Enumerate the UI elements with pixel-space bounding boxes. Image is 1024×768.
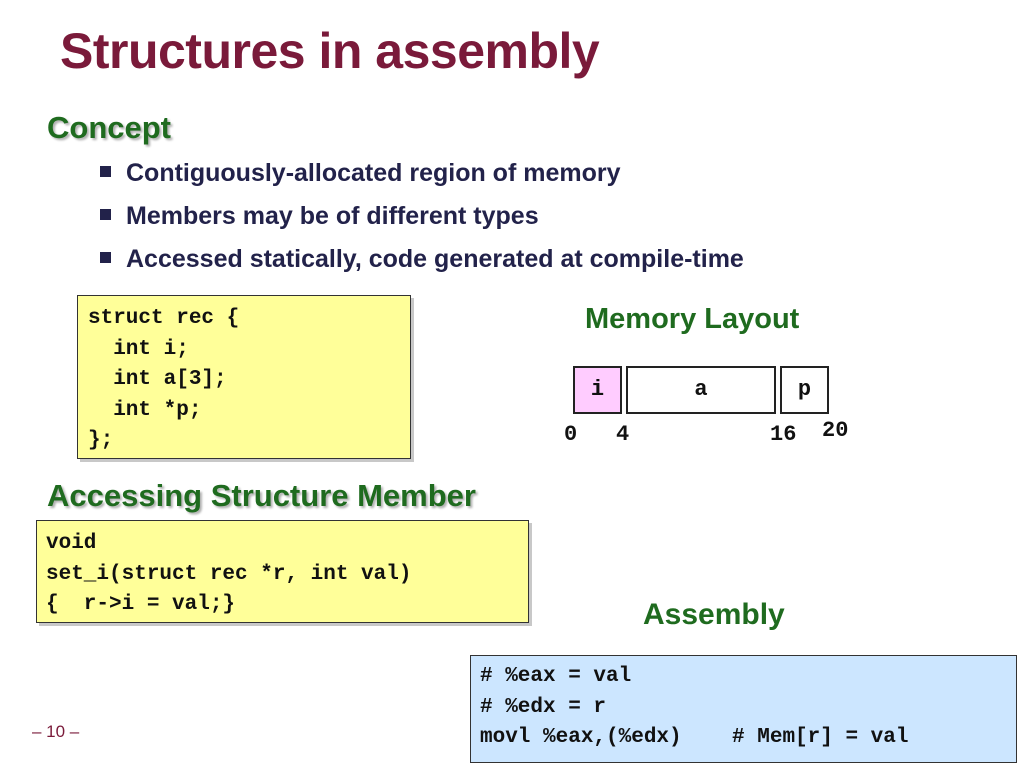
code-line: movl %eax,(%edx) # Mem[r] = val [480,726,909,749]
concept-bullet-list: Contiguously-allocated region of memory … [100,155,744,284]
bullet-text: Members may be of different types [126,202,539,230]
struct-definition-code: struct rec { int i; int a[3]; int *p;}; [77,295,411,459]
accessing-heading: Accessing Structure Member [47,478,476,513]
page-number: – 10 – [32,722,80,741]
memory-cell-a: a [626,366,776,414]
offset-label: 16 [770,422,797,447]
code-line: # %eax = val [480,665,632,688]
code-line: void [46,532,97,555]
code-line: struct rec { [88,307,240,330]
bullet-text: Accessed statically, code generated at c… [126,245,744,273]
memory-cell-i: i [573,366,622,414]
square-bullet-icon [100,166,111,177]
memory-layout-heading: Memory Layout [585,303,800,335]
offset-label: 4 [616,422,630,447]
code-line: { r->i = val;} [46,593,236,616]
offset-label: 20 [822,418,849,443]
bullet-text: Contiguously-allocated region of memory [126,159,621,187]
code-line: int a[3]; [88,368,227,391]
slide-title: Structures in assembly [60,23,600,79]
code-line: set_i(struct rec *r, int val) [46,562,412,586]
concept-heading: Concept [47,110,171,145]
code-line: # %edx = r [480,695,607,719]
set-i-function-code: void set_i(struct rec *r, int val) { r->i … [36,520,529,623]
offset-label: 0 [564,422,578,447]
square-bullet-icon [100,209,111,220]
code-line: int i; [88,337,189,361]
bullet-item: Accessed statically, code generated at c… [100,241,744,284]
memory-cell-p: p [780,366,829,414]
bullet-item: Members may be of different types [100,198,744,241]
assembly-code: # %eax = val # %edx = r movl %eax,(%edx) #… [470,655,1017,763]
code-line: }; [88,429,114,452]
bullet-item: Contiguously-allocated region of memory [100,155,744,198]
square-bullet-icon [100,252,111,263]
assembly-heading: Assembly [643,598,785,631]
code-line: int *p; [88,398,202,422]
